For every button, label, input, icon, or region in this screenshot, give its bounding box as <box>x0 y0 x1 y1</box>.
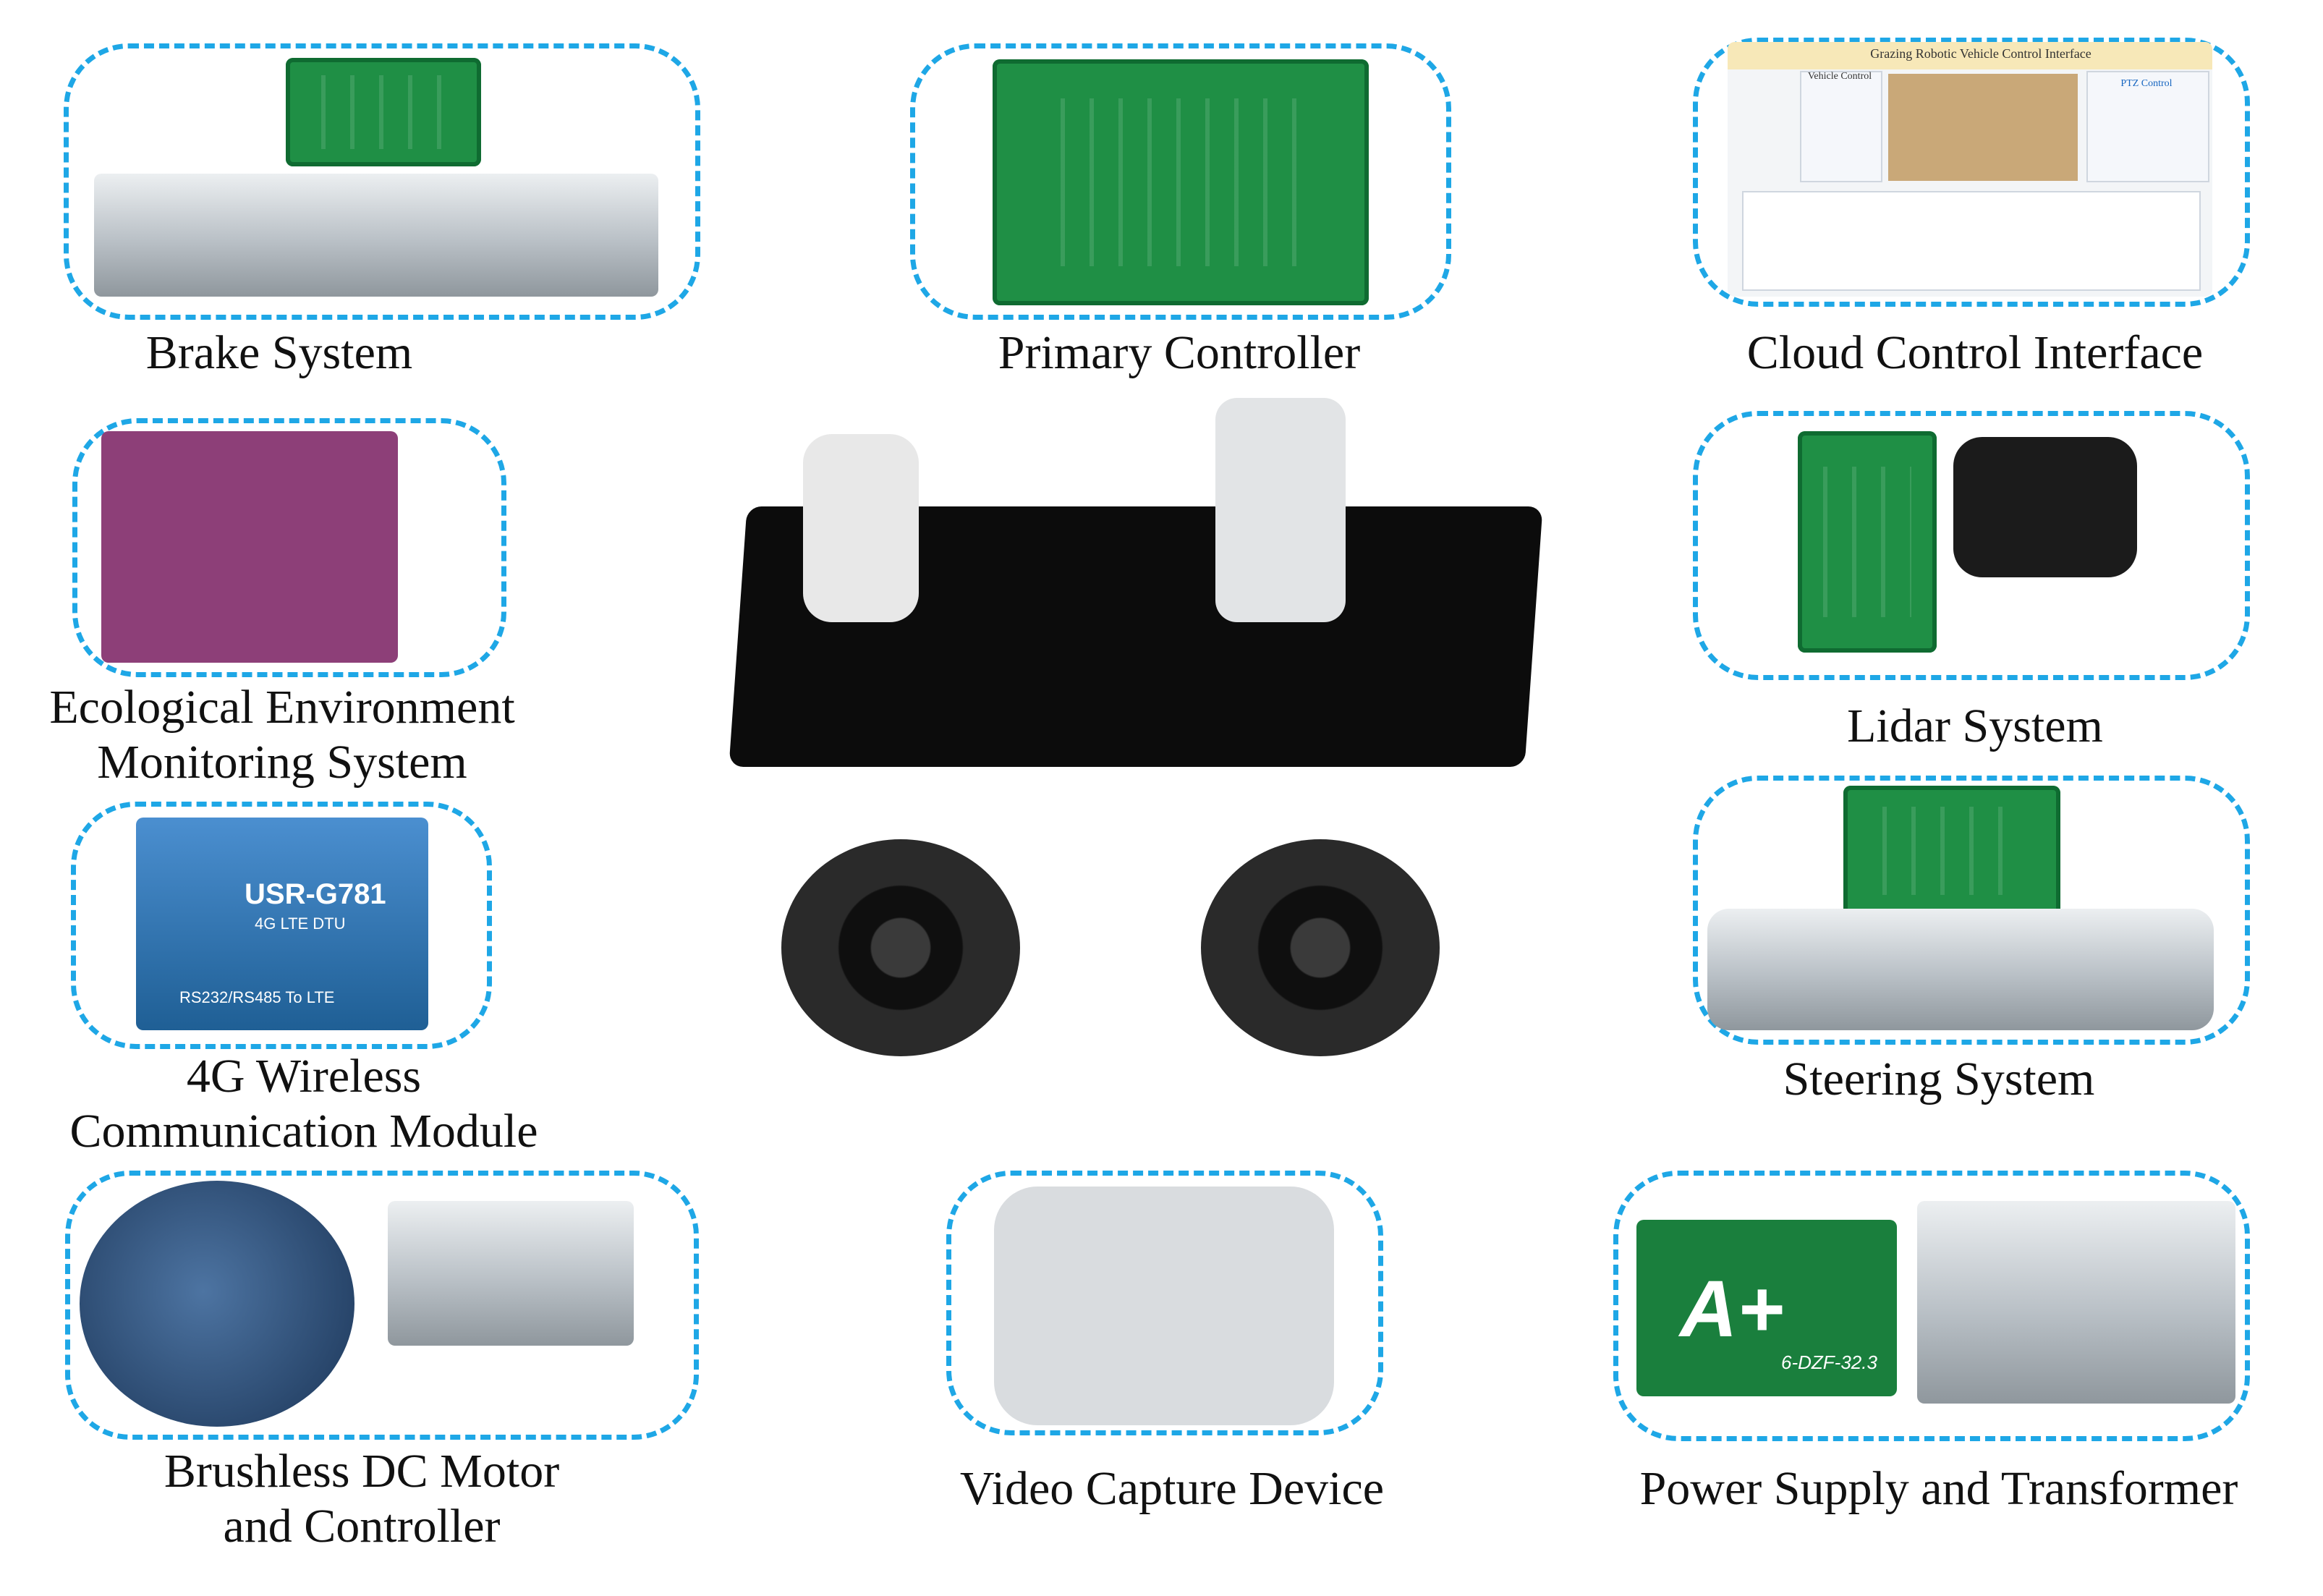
dtu-box <box>71 802 492 1049</box>
pasture-video-frame <box>1888 74 2078 181</box>
primary-box <box>910 43 1451 320</box>
motor-box <box>65 1171 699 1440</box>
caption-video: Video Capture Device <box>959 1462 1385 1515</box>
lidar-sensor <box>1953 437 2137 577</box>
steering-board <box>1843 786 2060 916</box>
motor-controller <box>388 1201 634 1346</box>
eco-monitoring-board <box>101 431 398 663</box>
power-box <box>1613 1171 2250 1441</box>
cloud-ui-screenshot: Grazing Robotic Vehicle Control Interfac… <box>1728 42 2212 297</box>
transformer <box>1917 1201 2235 1404</box>
dtu-model: USR-G781 <box>245 878 386 910</box>
vehicle-control-label: Vehicle Control <box>1807 71 1872 82</box>
steering-actuator <box>1707 909 2214 1030</box>
battery-mark: A+ <box>1680 1265 1784 1354</box>
dtu-sub: 4G LTE DTU <box>255 914 346 933</box>
steering-box <box>1693 776 2250 1045</box>
dtu-bottom: RS232/RS485 To LTE <box>179 988 335 1006</box>
weather-station <box>803 434 919 622</box>
front-right-wheel <box>1201 839 1440 1056</box>
caption-brake: Brake System <box>145 326 413 379</box>
eco-box <box>72 418 506 677</box>
robotic-vehicle <box>680 391 1635 1071</box>
caption-lidar: Lidar System <box>1847 700 2103 752</box>
caption-cloud: Cloud Control Interface <box>1746 326 2204 379</box>
primary-controller-board <box>993 59 1369 305</box>
bldc-motor <box>80 1181 354 1427</box>
lidar-board <box>1798 431 1937 653</box>
battery-model: 6-DZF-32.3 <box>1781 1351 1877 1373</box>
cloud-ui-title: Grazing Robotic Vehicle Control Interfac… <box>1870 46 2091 61</box>
brake-controller-board <box>286 58 481 166</box>
battery: A+ 6-DZF-32.3 <box>1636 1220 1897 1396</box>
caption-power: Power Supply and Transformer <box>1639 1462 2238 1515</box>
dtu-device: USR-G781 4G LTE DTU RS232/RS485 To LTE <box>136 818 428 1030</box>
vehicle-camera <box>1215 398 1346 622</box>
lidar-box <box>1693 411 2250 680</box>
caption-steering: Steering System <box>1783 1053 2095 1105</box>
ptz-camera <box>994 1187 1334 1425</box>
brake-actuator <box>94 174 658 297</box>
ptz-control-label: PTZ Control <box>2120 78 2173 89</box>
cloud-box <box>1693 38 2250 307</box>
video-box <box>946 1171 1383 1435</box>
brake-box <box>64 43 700 320</box>
front-left-wheel <box>781 839 1020 1056</box>
caption-primary: Primary Controller <box>998 326 1361 379</box>
